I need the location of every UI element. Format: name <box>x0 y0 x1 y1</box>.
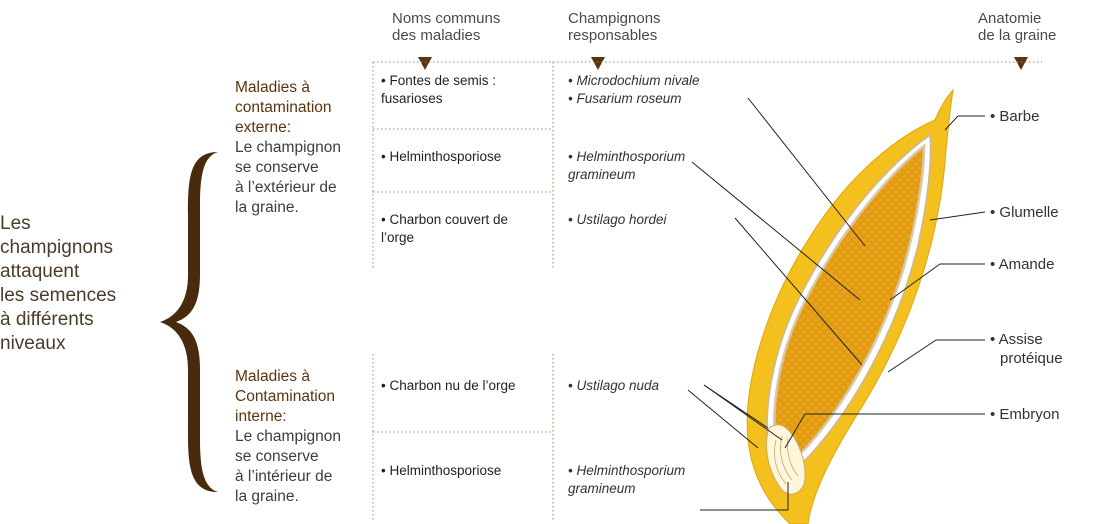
fungus-cell: • Helminthosporium gramineum <box>568 148 685 184</box>
header-anatomy: Anatomie de la graine <box>978 10 1056 44</box>
header-line: Champignons <box>568 10 661 27</box>
desc-line: se conserve <box>235 447 341 467</box>
title-line: Maladies à <box>235 78 341 98</box>
arrow-down-icon <box>418 57 432 70</box>
label-glumelle: • Glumelle <box>990 203 1059 222</box>
header-line: Anatomie <box>978 10 1056 27</box>
disease-text: • Charbon couvert de <box>381 211 508 229</box>
brace-label: Les champignons attaquent les semences à… <box>0 212 116 356</box>
header-disease-names: Noms communs des maladies <box>392 10 500 44</box>
fungus-cell: • Microdochium nivale • Fusarium roseum <box>568 72 700 108</box>
fungus-cell: • Ustilago nuda <box>568 377 659 395</box>
desc-line: la graine. <box>235 487 341 507</box>
fungus-text: • Ustilago nuda <box>568 377 659 395</box>
fungus-text: • Helminthosporium <box>568 148 685 166</box>
disease-text: • Charbon nu de l’orge <box>381 377 516 395</box>
curly-brace <box>160 152 218 492</box>
disease-text: fusarioses <box>381 90 496 108</box>
title-line: Maladies à <box>235 367 341 387</box>
desc-line: la graine. <box>235 198 341 218</box>
fungus-text: • Ustilago hordei <box>568 211 667 229</box>
title-line: Contamination <box>235 387 341 407</box>
label-assise-proteique: • Assise protéique <box>990 330 1063 368</box>
header-line: Noms communs <box>392 10 500 27</box>
external-title: Maladies à contamination externe: <box>235 78 341 138</box>
header-line: responsables <box>568 27 661 44</box>
fungus-cell: • Ustilago hordei <box>568 211 667 229</box>
fungus-text: gramineum <box>568 480 685 498</box>
desc-line: à l’intérieur de <box>235 467 341 487</box>
internal-title: Maladies à Contamination interne: <box>235 367 341 427</box>
disease-cell: • Helminthosporiose <box>381 462 501 480</box>
header-fungi: Champignons responsables <box>568 10 661 44</box>
disease-text: • Fontes de semis : <box>381 72 496 90</box>
brace-label-line: champignons <box>0 236 116 260</box>
brace-label-line: les semences <box>0 284 116 308</box>
label-barbe: • Barbe <box>990 107 1039 126</box>
fungus-cell: • Helminthosporium gramineum <box>568 462 685 498</box>
fungus-text: • Microdochium nivale <box>568 72 700 90</box>
desc-line: Le champignon <box>235 427 341 447</box>
desc-line: Le champignon <box>235 138 341 158</box>
desc-line: à l’extérieur de <box>235 178 341 198</box>
fungus-text: • Helminthosporium <box>568 462 685 480</box>
disease-text: • Helminthosporiose <box>381 148 501 166</box>
fungus-text: • Fusarium roseum <box>568 90 700 108</box>
disease-cell: • Fontes de semis : fusarioses <box>381 72 496 108</box>
disease-cell: • Helminthosporiose <box>381 148 501 166</box>
header-line: de la graine <box>978 27 1056 44</box>
disease-cell: • Charbon couvert de l’orge <box>381 211 508 247</box>
internal-contamination: Maladies à Contamination interne: Le cha… <box>235 367 341 507</box>
label-line: protéique <box>990 349 1063 368</box>
disease-cell: • Charbon nu de l’orge <box>381 377 516 395</box>
external-contamination: Maladies à contamination externe: Le cha… <box>235 78 341 218</box>
seed-illustration <box>747 90 953 524</box>
header-line: des maladies <box>392 27 500 44</box>
label-embryon: • Embryon <box>990 405 1059 424</box>
label-amande: • Amande <box>990 255 1054 274</box>
arrow-down-icon <box>1014 57 1028 70</box>
title-line: interne: <box>235 407 341 427</box>
title-line: contamination <box>235 98 341 118</box>
desc-line: se conserve <box>235 158 341 178</box>
fungus-text: gramineum <box>568 166 685 184</box>
disease-text: • Helminthosporiose <box>381 462 501 480</box>
label-line: • Assise <box>990 330 1063 349</box>
title-line: externe: <box>235 118 341 138</box>
brace-label-line: attaquent <box>0 260 116 284</box>
external-description: Le champignon se conserve à l’extérieur … <box>235 138 341 218</box>
arrow-down-icon <box>591 57 605 70</box>
brace-label-line: niveaux <box>0 332 116 356</box>
internal-description: Le champignon se conserve à l’intérieur … <box>235 427 341 507</box>
disease-text: l’orge <box>381 229 508 247</box>
brace-label-line: Les <box>0 212 116 236</box>
brace-label-line: à différents <box>0 308 116 332</box>
